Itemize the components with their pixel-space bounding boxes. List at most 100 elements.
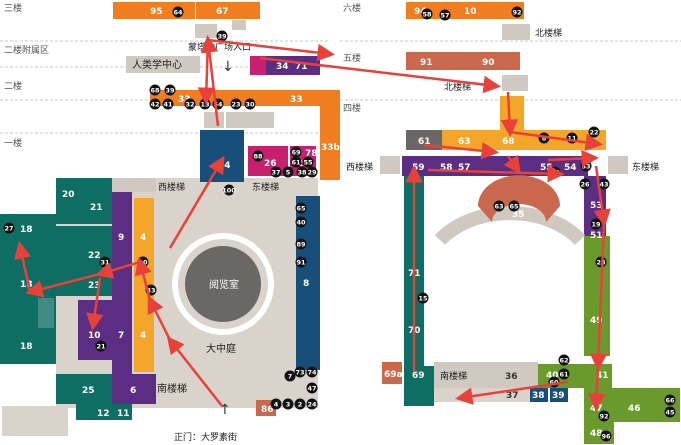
room-51-label: 51 [590,231,603,241]
anthropology-center-block[interactable] [126,56,200,73]
room-46-label: 46 [628,404,641,414]
entrance-up-arrow-icon: ↑ [219,402,231,418]
room-69a-label: 69a [384,370,403,380]
room-35[interactable] [478,175,560,222]
badge-b92 [511,6,523,18]
badge-b3-label: 3 [286,400,291,408]
room-6-label: 6 [130,386,136,396]
badge-b24-label: 24 [307,400,317,408]
main-entrance-label: 正门：大罗素街 [174,431,237,443]
south-stairs-upper-block[interactable] [434,362,538,388]
room-34-block[interactable] [250,56,320,75]
badge-b55-label: 55 [303,158,313,166]
room-18-label-a: 18 [20,225,33,235]
room-6[interactable] [112,374,156,404]
room-9-7[interactable] [112,192,132,374]
room-38-label: 38 [532,391,545,401]
room-25[interactable] [56,374,112,404]
anthropology-center-label: 人类学中心 [132,58,182,71]
badge-b92-label: 92 [512,8,521,16]
badge-b55 [302,156,314,168]
room-38[interactable] [530,388,548,402]
room-67[interactable] [196,2,260,19]
badge-b65-label: 65 [296,204,306,212]
room-12-label: 12 [97,409,110,419]
badge-b29-label: 29 [307,168,317,176]
badge-b66 [664,394,676,406]
route-arrow-15 [503,154,521,175]
badge-b43-label: 43 [599,180,608,188]
route-arrow-6 [86,277,104,331]
badge-b39a [216,30,228,42]
badge-b41-label: 41 [163,100,173,108]
north-stairs-6[interactable] [502,24,530,40]
badge-b92b [598,410,610,422]
badge-b88 [252,150,264,162]
badge-b57 [439,9,451,21]
room-33b[interactable] [320,90,340,180]
north-stairs-upper-label: 北楼梯 [535,27,562,39]
stairs-3[interactable] [195,24,217,38]
room-69a[interactable] [382,362,402,384]
floor-label-3: 三楼 [4,2,22,14]
route-arrow-0 [166,336,223,407]
west-stairs-block[interactable] [112,178,156,192]
west-stairs-label: 西楼梯 [158,181,185,193]
route-arrow-14 [423,142,499,160]
badge-b57-label: 57 [440,11,449,19]
room-4[interactable] [134,198,154,372]
badge-b32 [184,98,196,110]
room-57-label: 57 [458,163,471,173]
room-63-68[interactable] [406,130,606,150]
badge-b63 [493,200,505,212]
badge-b61 [290,156,302,168]
room-34-label: 34 [276,62,289,72]
badge-b39b-label: 39 [165,86,175,94]
route-arrow-16 [547,149,599,168]
room-20-21[interactable] [56,178,112,224]
badge-b100 [223,184,235,196]
badge-b45 [664,406,676,418]
badge-b38 [296,166,308,178]
badge-b91 [295,256,307,268]
badge-b47-label: 47 [307,384,316,392]
room-94-block[interactable] [406,2,524,19]
north-stairs-5[interactable] [502,75,528,91]
room-68-label: 68 [502,137,515,147]
room-69-label: 69 [412,371,425,381]
west-stairs-upper-block[interactable] [380,156,400,174]
badge-b26 [579,178,591,190]
badge-b61b-label: 61 [559,370,569,378]
east-stairs-upper-block[interactable] [608,156,628,174]
room-39[interactable] [550,388,568,402]
room-91-90[interactable] [406,52,520,70]
room-12-11[interactable] [76,404,132,420]
badge-b66-label: 66 [665,396,675,404]
badge-b74 [306,366,318,378]
route-layer [14,35,611,411]
room-33-label-b: 33 [290,95,303,105]
badge-b65 [295,202,307,214]
room-69[interactable] [404,366,434,406]
stairs-2[interactable] [204,112,224,128]
room-35-label: 35 [512,210,525,220]
room-51-49[interactable] [584,236,610,356]
badge-b100-label: 100 [222,186,236,194]
badge-b21-label: 21 [96,342,106,350]
room-52[interactable] [250,56,266,75]
badge-b2 [294,398,306,410]
route-arrow-12 [500,91,519,137]
room-37-label: 37 [506,391,519,401]
room-11-label: 11 [117,409,130,419]
upper-stair-block [232,20,246,30]
room-33-corridor[interactable] [150,90,332,106]
room-25-label: 25 [82,386,95,396]
room-61-label: 61 [418,137,431,147]
room-26-label: 26 [264,159,277,169]
badge-b89 [295,238,307,250]
room-24[interactable] [200,130,244,182]
reading-room[interactable] [185,246,261,322]
badge-b39b [164,84,176,96]
route-arrow-8 [200,35,220,127]
